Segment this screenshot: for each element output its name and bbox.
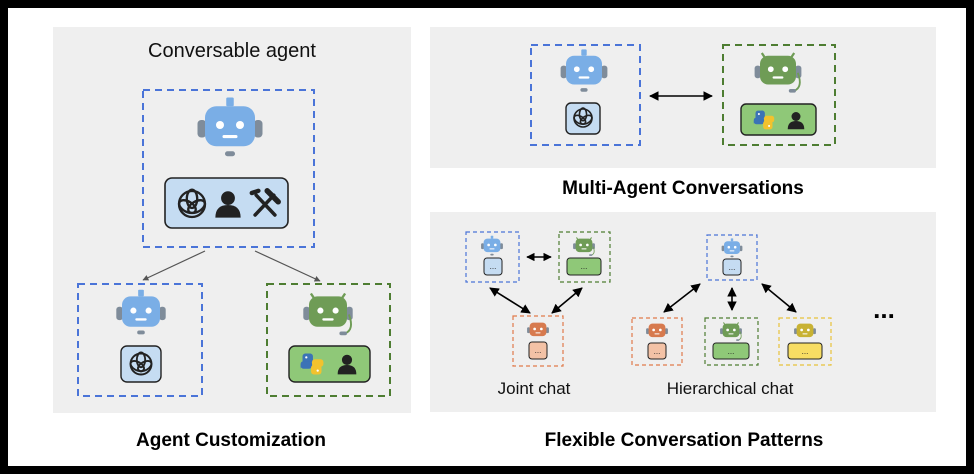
hier-top-box: [706, 234, 758, 281]
more-patterns-ellipsis: ...: [873, 294, 895, 324]
multi-agent-caption: Multi-Agent Conversations: [562, 178, 804, 199]
arrow-to-human-agent: [254, 250, 321, 282]
joint-chat-label: Joint chat: [498, 379, 571, 398]
llm-agent-box: [77, 283, 203, 397]
hier-orange-robot-icon: [646, 323, 668, 338]
hier-orange-slot-text: ...: [654, 347, 661, 356]
hier-orange-box: [631, 317, 683, 366]
conversable-agent-box: [142, 89, 315, 248]
agent-customization-caption: Agent Customization: [136, 430, 326, 451]
joint-green-slot-text: ...: [581, 262, 588, 271]
hier-arrow-right: [761, 283, 797, 313]
joint-blue-box: [465, 231, 520, 283]
joint-orange-slot-text: ...: [535, 346, 542, 355]
hier-green-box: [704, 317, 759, 366]
multi-agent-green-slot: [740, 103, 817, 136]
joint-green-slot: [566, 257, 602, 276]
arrow-to-llm-agent: [142, 250, 206, 281]
hier-chat-label: Hierarchical chat: [667, 379, 794, 398]
hier-top-slot: [722, 258, 742, 276]
hier-green-slot-text: ...: [728, 347, 735, 356]
joint-arrow-left: [489, 287, 531, 314]
joint-orange-box: [512, 315, 564, 367]
multi-agent-panel: [430, 27, 936, 168]
hier-green-slot: [712, 342, 750, 360]
joint-green-box: [558, 231, 611, 283]
joint-blue-slot-text: ...: [490, 262, 497, 271]
hier-arrow-left: [663, 283, 701, 313]
conversable-agent-title: Conversable agent: [148, 40, 316, 62]
hier-yellow-slot-text: ...: [802, 347, 809, 356]
hier-yellow-slot: [787, 342, 823, 360]
tool-agent-box: [266, 283, 391, 397]
multi-agent-blue-box: [530, 44, 641, 146]
hier-orange-slot: [647, 342, 667, 360]
hier-yellow-robot-icon: [794, 323, 816, 338]
hier-top-slot-text: ...: [729, 263, 736, 272]
joint-orange-robot-icon: [527, 322, 549, 337]
joint-arrow-right: [551, 287, 583, 314]
joint-orange-slot: [528, 341, 548, 360]
joint-blue-slot: [483, 257, 503, 276]
multi-agent-green-box: [722, 44, 836, 146]
patterns-caption: Flexible Conversation Patterns: [545, 430, 824, 451]
